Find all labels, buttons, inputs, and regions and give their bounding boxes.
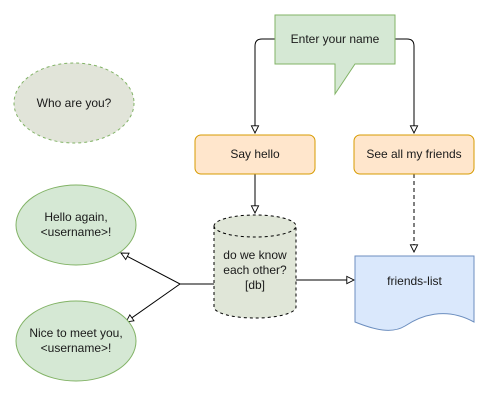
who-are-you-ellipse[interactable] (13, 62, 135, 144)
connector-enter-to-say-hello (255, 38, 275, 133)
enter-name-callout[interactable] (274, 14, 396, 96)
hello-again-ellipse[interactable] (15, 184, 137, 266)
nice-to-meet-label: Nice to meet you, <username>! (29, 326, 123, 355)
connector-db-to-nice-to-meet (126, 283, 181, 322)
say-hello-label: Say hello (230, 147, 280, 161)
nice-to-meet-ellipse[interactable] (15, 300, 137, 382)
see-friends-label: See all my friends (366, 147, 462, 161)
friends-list-label: friends-list (387, 273, 442, 288)
who-are-you-label: Who are you? (36, 95, 112, 110)
say-hello-box[interactable] (194, 134, 316, 175)
hello-again-label: Hello again, <username>! (40, 210, 112, 239)
see-friends-box[interactable] (353, 134, 475, 175)
connector-enter-to-see-friends (395, 38, 414, 133)
enter-name-label: Enter your name (290, 32, 380, 46)
db-cylinder[interactable] (213, 214, 297, 319)
friends-list-document[interactable] (354, 255, 475, 331)
db-label: do we know each other? [db] (223, 247, 287, 292)
